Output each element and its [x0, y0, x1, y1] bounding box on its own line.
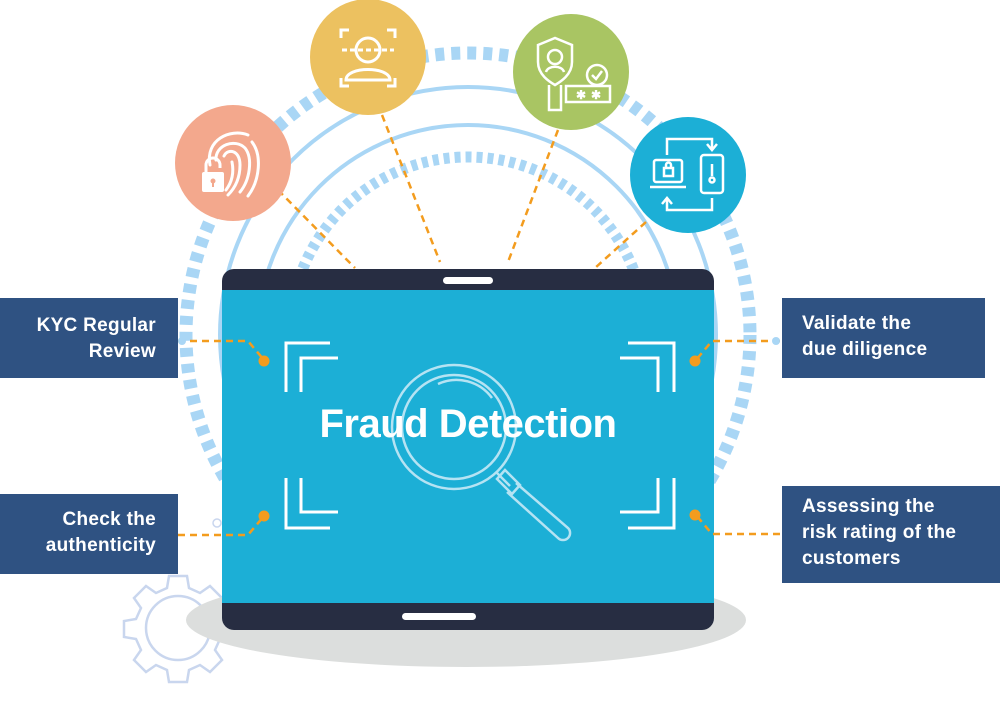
connector-dots: [258, 355, 701, 522]
label-assessing-risk-rating: Assessing the risk rating of the custome…: [782, 486, 1000, 583]
identity-key-password-icon: ✱ ✱: [513, 14, 629, 130]
label-line: risk rating of the: [802, 522, 957, 543]
label-line: Review: [88, 341, 156, 362]
label-line: Check the: [62, 509, 156, 530]
bottom-home-bar: [402, 613, 476, 620]
label-line: authenticity: [45, 535, 156, 556]
scan-brackets: [284, 341, 676, 530]
label-kyc-regular-review: KYC Regular Review: [0, 298, 178, 378]
label-line: KYC Regular: [36, 315, 156, 336]
label-validate-due-diligence: Validate the due diligence: [782, 298, 985, 378]
fingerprint-lock-icon: [175, 105, 291, 221]
device-sync-lock-icon: [630, 117, 746, 233]
icon-connectors: [277, 114, 647, 269]
outer-dashed-ring: [179, 46, 757, 624]
label-line: Validate the: [802, 313, 912, 334]
label-connectors: [178, 339, 780, 537]
ring-anchor-dots: [178, 337, 780, 345]
label-line: Assessing the: [802, 496, 935, 517]
label-line: customers: [802, 548, 901, 569]
label-check-authenticity: Check the authenticity: [0, 494, 178, 574]
svg-text:✱: ✱: [576, 88, 586, 102]
magnifier-icon: [390, 363, 572, 542]
label-line: due diligence: [802, 339, 928, 360]
diagram-title: Fraud Detection: [319, 402, 617, 446]
svg-text:✱: ✱: [591, 88, 601, 102]
face-recognition-icon: [310, 0, 426, 115]
ring-anchor-dot-hollow: [212, 518, 222, 528]
top-speaker-slot: [443, 277, 493, 284]
